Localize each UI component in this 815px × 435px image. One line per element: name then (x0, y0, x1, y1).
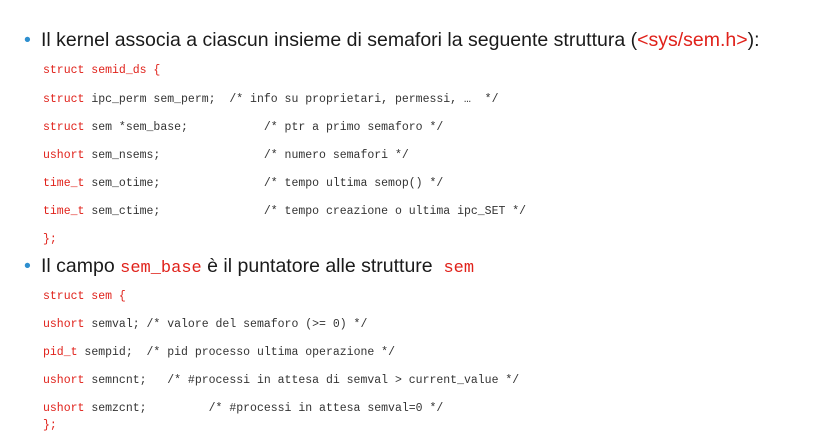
code-keyword: }; (43, 233, 57, 246)
code-keyword: struct semid_ds { (43, 64, 161, 77)
code-line: ushort sem_nsems; /* numero semafori */ (43, 149, 409, 163)
code-text: sem *sem_base; /* ptr a primo semaforo *… (91, 121, 444, 134)
code-line: }; (43, 233, 57, 247)
code-line: ushort semval; /* valore del semaforo (>… (43, 318, 367, 332)
code-keyword: time_t (43, 205, 92, 218)
bullet-sem-base: • Il campo sem_base è il puntatore alle s… (24, 254, 474, 281)
code-line: time_t sem_ctime; /* tempo creazione o u… (43, 205, 526, 219)
code-line: ushort semzcnt; /* #processi in attesa s… (43, 402, 443, 416)
code-keyword: ushort (43, 318, 92, 331)
code-keyword: ushort (43, 374, 92, 387)
code-text: sem_nsems; /* numero semafori */ (91, 149, 409, 162)
code-keyword: struct (43, 121, 92, 134)
inline-code-sem: sem (443, 259, 475, 278)
bullet-text: Il campo (41, 255, 121, 277)
inline-code-sem-base: sem_base (120, 259, 202, 278)
code-line: struct ipc_perm sem_perm; /* info su pro… (43, 93, 498, 107)
code-line: pid_t sempid; /* pid processo ultima ope… (43, 346, 395, 360)
bullet-text: Il kernel associa a ciascun insieme di s… (41, 29, 638, 51)
code-line: time_t sem_otime; /* tempo ultima semop(… (43, 177, 443, 191)
code-keyword: ushort (43, 149, 92, 162)
bullet-text-end: ): (747, 29, 760, 51)
bullet-text-mid: è il puntatore alle strutture (201, 255, 444, 277)
code-keyword: time_t (43, 177, 92, 190)
bullet-dot-icon: • (24, 255, 31, 277)
code-line: struct sem *sem_base; /* ptr a primo sem… (43, 121, 443, 135)
bullet-kernel-struct: • Il kernel associa a ciascun insieme di … (24, 28, 760, 52)
code-text: sempid; /* pid processo ultima operazion… (84, 346, 395, 359)
header-name: <sys/sem.h> (637, 29, 748, 51)
code-line: }; (43, 419, 57, 433)
code-line: struct sem { (43, 290, 126, 304)
code-text: sem_ctime; /* tempo creazione o ultima i… (91, 205, 527, 218)
bullet-dot-icon: • (24, 29, 31, 51)
code-keyword: struct (43, 93, 92, 106)
code-text: ipc_perm sem_perm; /* info su proprietar… (91, 93, 499, 106)
code-line: struct semid_ds { (43, 64, 160, 78)
code-keyword: ushort (43, 402, 92, 415)
code-keyword: pid_t (43, 346, 85, 359)
code-text: semzcnt; /* #processi in attesa semval=0… (91, 402, 444, 415)
code-text: sem_otime; /* tempo ultima semop() */ (91, 177, 444, 190)
code-keyword: }; (43, 419, 57, 432)
code-text: semval; /* valore del semaforo (>= 0) */ (91, 318, 368, 331)
code-text: semncnt; /* #processi in attesa di semva… (91, 374, 520, 387)
code-keyword: struct sem { (43, 290, 126, 303)
code-line: ushort semncnt; /* #processi in attesa d… (43, 374, 519, 388)
